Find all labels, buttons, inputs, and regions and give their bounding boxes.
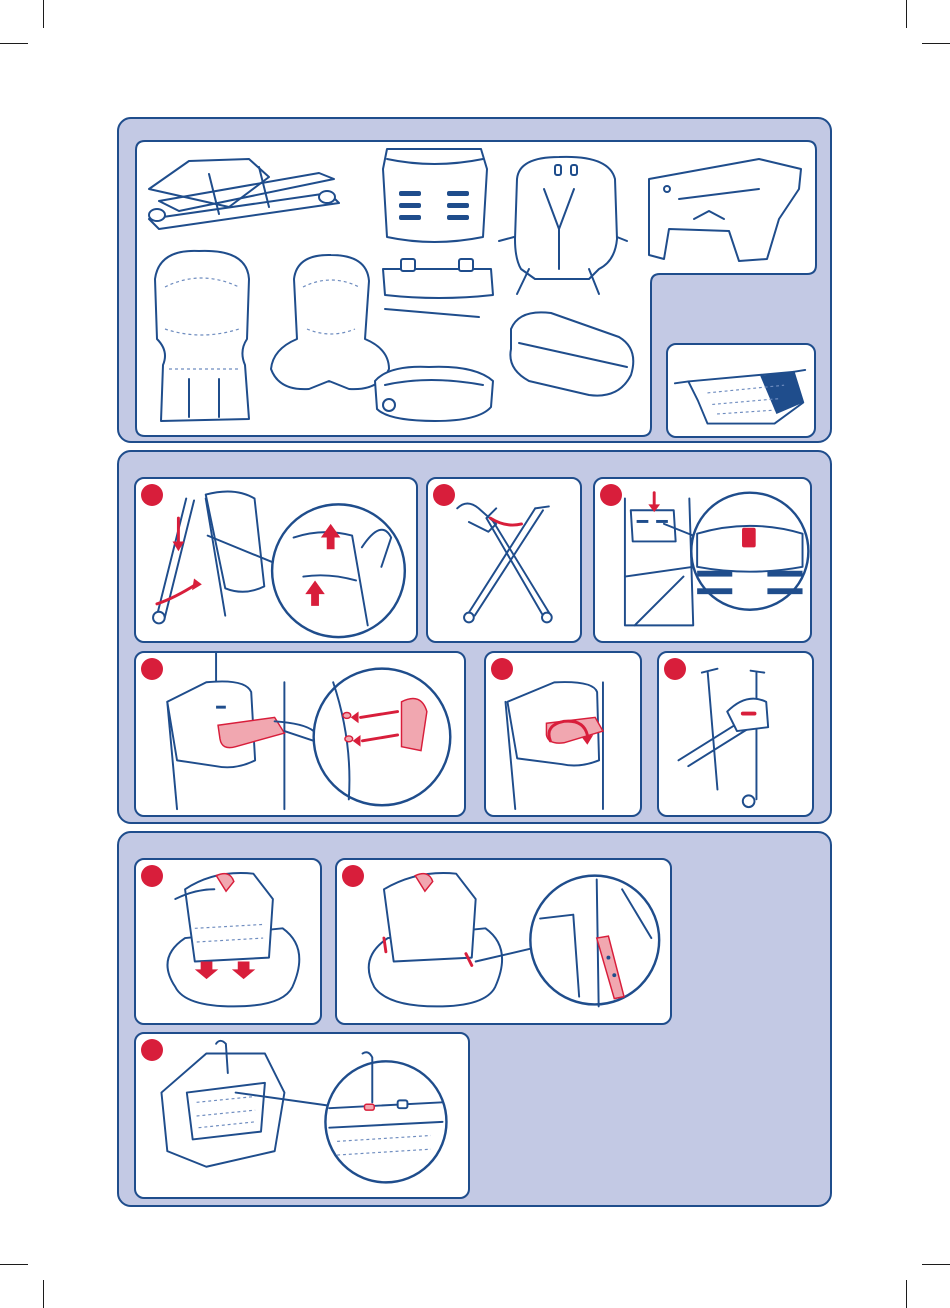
step-5-panel xyxy=(484,651,642,817)
step-9-panel xyxy=(134,1032,470,1199)
hinge-cover-icon xyxy=(167,653,313,809)
basket-icon xyxy=(668,345,814,436)
crop-mark-bottom-left-v xyxy=(43,1280,44,1308)
step-3-panel xyxy=(593,477,812,643)
step-4-panel xyxy=(134,651,466,817)
crop-mark-top-left-v xyxy=(43,0,44,28)
crop-mark-bottom-left-h xyxy=(0,1264,28,1265)
step-6-panel xyxy=(657,651,814,817)
frame-complete-icon xyxy=(678,669,768,807)
magnifier-icon xyxy=(272,504,405,637)
seat-back-icon xyxy=(383,149,487,242)
step-1-panel xyxy=(134,477,418,643)
crop-mark-top-right-h xyxy=(922,43,950,44)
parts-overview-section xyxy=(117,117,832,443)
magnifier-icon xyxy=(530,876,659,1005)
step-7-panel xyxy=(134,858,322,1025)
crop-mark-bottom-right-h xyxy=(922,1264,950,1265)
seat-assembly-section xyxy=(117,831,832,1207)
basket-panel xyxy=(666,343,816,438)
frame-unfold-icon xyxy=(153,491,264,623)
crop-mark-bottom-right-v xyxy=(906,1280,907,1308)
step-8-panel xyxy=(335,858,672,1025)
crop-mark-top-left-h xyxy=(0,43,28,44)
seat-cover-icon xyxy=(155,251,249,421)
seat-back-insert-icon xyxy=(625,499,693,626)
seat-clip-icon xyxy=(369,873,502,1006)
seat-underside-icon xyxy=(161,1041,284,1167)
step-2-panel xyxy=(426,477,582,643)
crop-mark-top-right-v xyxy=(906,0,907,28)
tray-icon xyxy=(375,367,493,421)
seat-insert-icon xyxy=(167,873,299,1006)
frame-assembly-section xyxy=(117,450,832,824)
hinge-rotate-icon xyxy=(505,682,602,809)
